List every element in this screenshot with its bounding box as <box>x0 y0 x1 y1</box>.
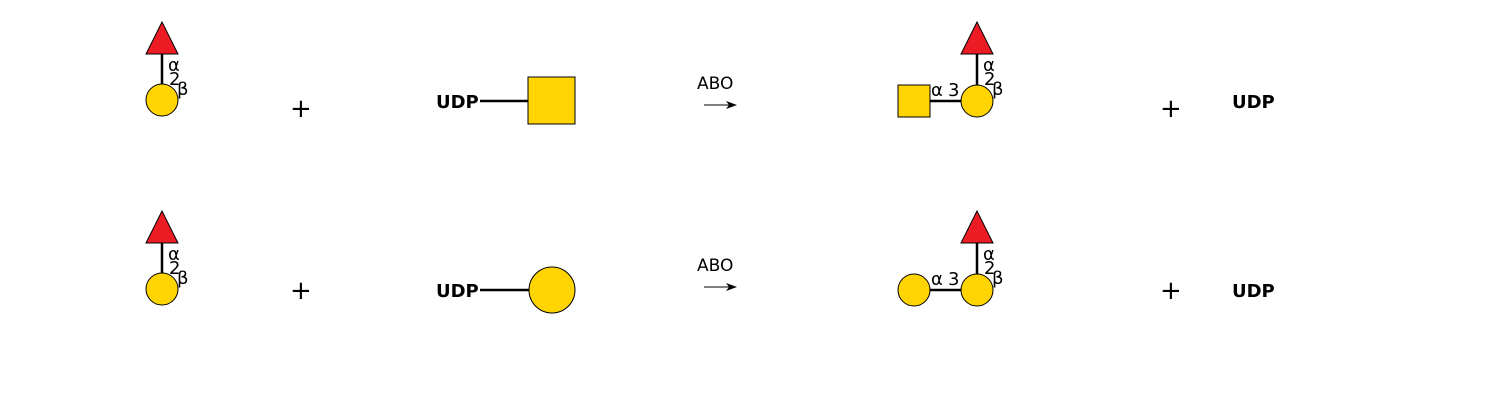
link-anomer: α <box>168 55 180 76</box>
byproduct-udp-label: UDP <box>1232 92 1275 113</box>
arrow-right-icon <box>726 283 737 291</box>
enzyme-label: ABO <box>697 256 733 276</box>
fucose-triangle-icon <box>145 20 179 55</box>
top-link-anomer: α <box>983 244 995 265</box>
reaction-arrow-1: ABO <box>697 74 737 109</box>
galactose-circle-icon <box>528 266 576 314</box>
product-a-antigen: α 3 α 2 β <box>897 20 1004 118</box>
top-link-position: 2 <box>984 69 995 90</box>
left-link-anomer: α <box>931 269 943 290</box>
plus-sign-1: + <box>290 94 312 124</box>
enzyme-label: ABO <box>697 74 733 94</box>
link-anomer: α <box>168 244 180 265</box>
left-link-anomer: α <box>931 80 943 101</box>
left-link-position: 3 <box>948 269 959 290</box>
fucose-triangle-icon <box>145 209 179 244</box>
reaction-row-1: α 2 β + UDP ABO α 3 α 2 β <box>145 20 1275 125</box>
link-position: 2 <box>169 69 180 90</box>
plus-sign-1: + <box>290 276 312 306</box>
galnac-square-icon <box>897 84 931 118</box>
byproduct-udp-label: UDP <box>1232 281 1275 302</box>
fucose-triangle-icon <box>960 209 994 244</box>
galactose-circle-icon <box>145 83 179 117</box>
link-position: 2 <box>169 258 180 279</box>
link-reducing: β <box>177 268 189 289</box>
donor-udp-label: UDP <box>436 92 479 113</box>
galactose-circle-icon <box>897 273 931 307</box>
galactose-circle-icon <box>960 273 994 307</box>
donor-udp-label: UDP <box>436 281 479 302</box>
reaction-row-2: α 2 β + UDP ABO α 3 α 2 β <box>145 209 1275 314</box>
top-link-reducing: β <box>992 79 1004 100</box>
substrate-h-antigen: α 2 β <box>145 209 189 306</box>
top-link-anomer: α <box>983 55 995 76</box>
fucose-triangle-icon <box>960 20 994 55</box>
top-link-position: 2 <box>984 258 995 279</box>
plus-sign-2: + <box>1160 276 1182 306</box>
galnac-square-icon <box>527 76 576 125</box>
galactose-circle-icon <box>145 272 179 306</box>
link-reducing: β <box>177 79 189 100</box>
donor-udp-gal: UDP <box>436 266 576 314</box>
left-link-position: 3 <box>948 80 959 101</box>
product-b-antigen: α 3 α 2 β <box>897 209 1004 307</box>
galactose-circle-icon <box>960 84 994 118</box>
arrow-right-icon <box>726 101 737 109</box>
top-link-reducing: β <box>992 268 1004 289</box>
substrate-h-antigen: α 2 β <box>145 20 189 117</box>
plus-sign-2: + <box>1160 94 1182 124</box>
reaction-arrow-2: ABO <box>697 256 737 291</box>
donor-udp-galnac: UDP <box>436 76 576 125</box>
